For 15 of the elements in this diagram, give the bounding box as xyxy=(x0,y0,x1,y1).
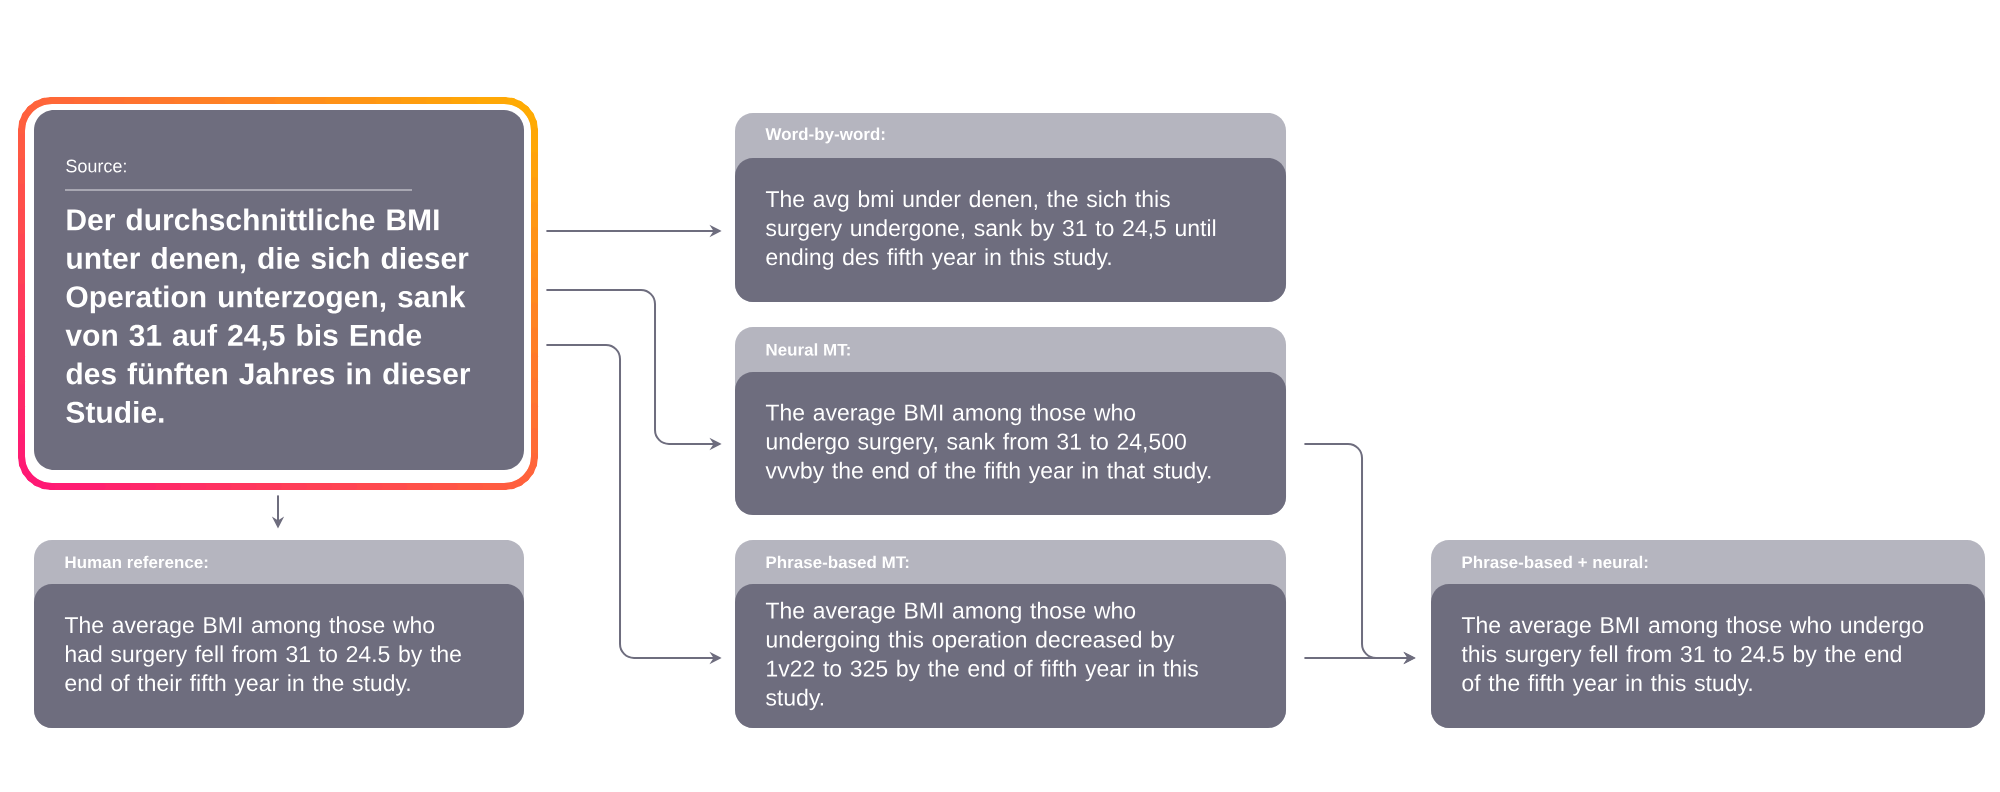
card-text: The average BMI among those who undergoing this operation decreased by 1v22 to 325 by the end of fifth year in this study. xyxy=(765,601,1198,711)
translation-card xyxy=(735,327,1286,515)
card-text: The avg bmi under denen, the sich this surgery undergone, sank by 31 to 24,5 until ending des fifth year in this study. xyxy=(765,190,1216,270)
card-text: The average BMI among those who had surgery fell from 31 to 24.5 by the end of their fifth year in the study. xyxy=(64,616,461,696)
translation-card xyxy=(1431,540,1986,728)
translation-card xyxy=(34,540,524,728)
card-heading: Neural MT: xyxy=(766,343,850,356)
card-heading: Human reference: xyxy=(65,555,208,569)
card-text: The average BMI among those who undergo this surgery fell from 31 to 24.5 by the end of the fifth year in this study. xyxy=(1461,616,1924,696)
card-heading: Phrase-based MT: xyxy=(766,555,909,569)
card-heading: Phrase-based + neural: xyxy=(1462,555,1648,569)
card-heading: Word-by-word: xyxy=(765,127,885,144)
translation-card xyxy=(735,113,1286,302)
card-text: The average BMI among those who undergo surgery, sank from 31 to 24,500 vvvby the end of the fifth year in that study. xyxy=(765,403,1211,484)
translation-card xyxy=(735,540,1286,728)
